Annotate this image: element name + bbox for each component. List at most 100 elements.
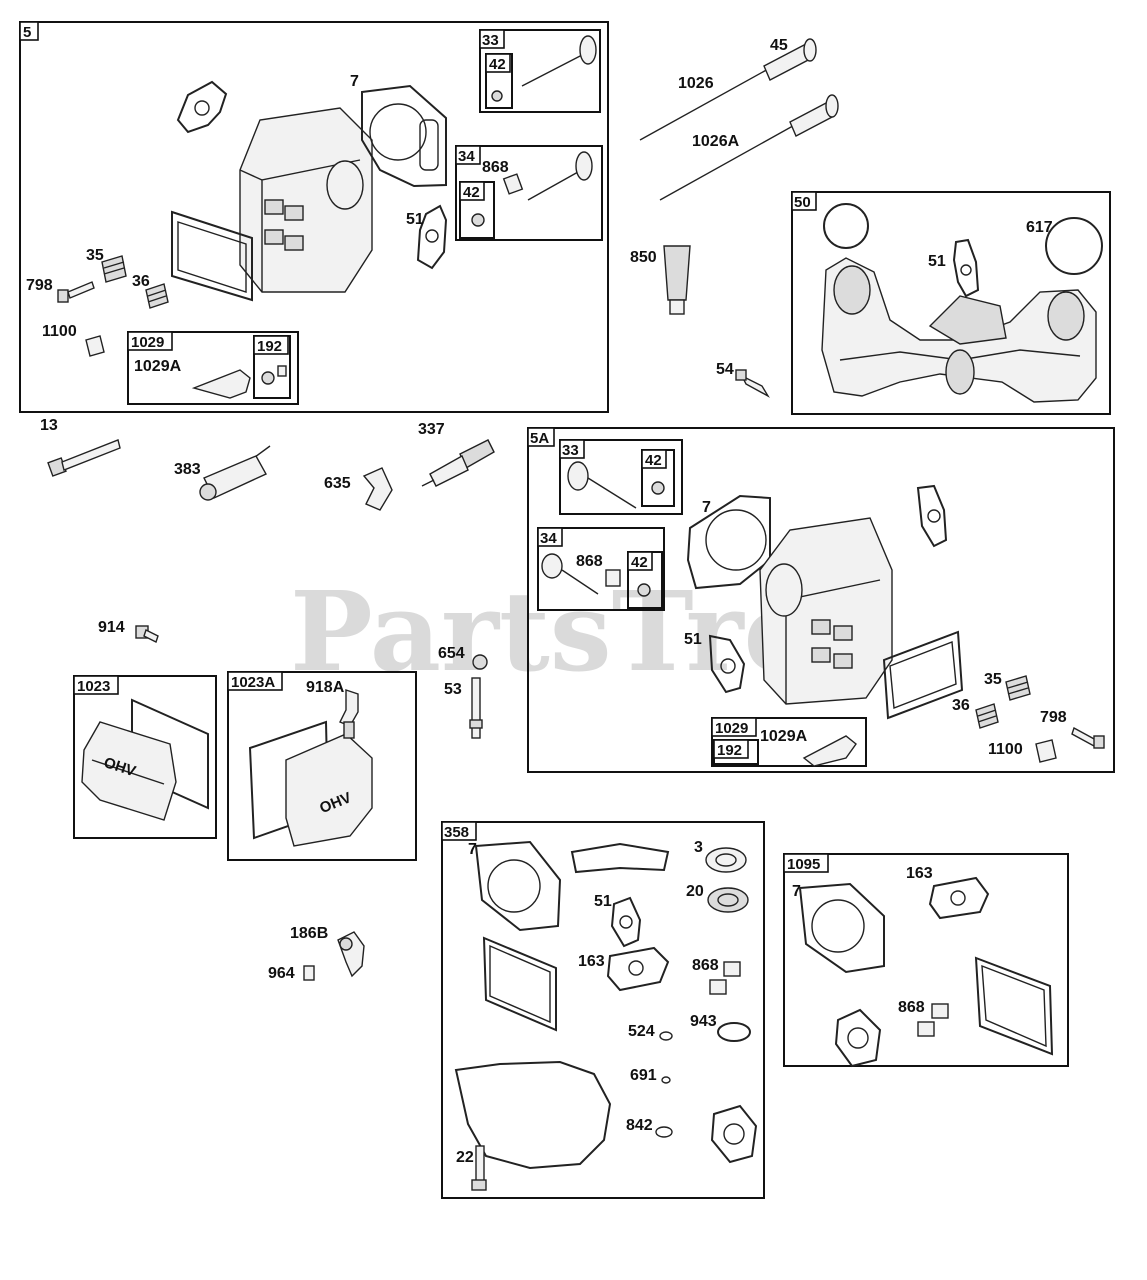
sealant-tube-850-part[interactable] bbox=[663, 245, 691, 315]
intake-valve-part[interactable] bbox=[491, 35, 597, 102]
tappet-second-part[interactable] bbox=[789, 94, 839, 137]
flange-gasket-b-part[interactable] bbox=[834, 1008, 882, 1068]
label-7-d: 7 bbox=[792, 883, 801, 900]
label-691: 691 bbox=[630, 1067, 657, 1084]
label-51-d: 51 bbox=[594, 893, 612, 910]
assembly-1023A[interactable]: 1023A 918A OHV bbox=[227, 671, 417, 861]
cover-gasket-c-part[interactable] bbox=[482, 936, 557, 1032]
gasket-small-b-part[interactable] bbox=[916, 484, 948, 548]
valve-cover-b-part[interactable]: OHV bbox=[285, 721, 373, 847]
intake-manifold-part[interactable] bbox=[821, 257, 1097, 403]
box-label-192-a: 192 bbox=[257, 338, 282, 355]
part-964[interactable] bbox=[303, 965, 315, 981]
part-1100[interactable] bbox=[85, 335, 105, 357]
cylinder-head-b-part[interactable] bbox=[759, 517, 893, 705]
stud-53-part[interactable] bbox=[469, 677, 483, 739]
fitting-186B-part[interactable] bbox=[337, 931, 365, 978]
label-383: 383 bbox=[174, 461, 201, 478]
head-gasket-d-part[interactable] bbox=[798, 882, 885, 974]
head-gasket-b-part[interactable] bbox=[686, 494, 771, 590]
ring-943-part[interactable] bbox=[717, 1022, 751, 1042]
valve-cover-part[interactable]: OHV bbox=[81, 721, 177, 821]
gasket-163-b-part[interactable] bbox=[928, 876, 990, 920]
assembly-50[interactable]: 50 51 617 bbox=[791, 191, 1111, 415]
assembly-1023[interactable]: 1023 OHV bbox=[73, 675, 217, 839]
gasket-51-b-part[interactable] bbox=[952, 238, 980, 298]
bolt-54-part[interactable] bbox=[735, 369, 770, 398]
box-label-1029-b: 1029 bbox=[715, 720, 748, 737]
label-53: 53 bbox=[444, 681, 462, 698]
rocker-arm-b-part[interactable] bbox=[802, 735, 857, 767]
cover-gasket-part[interactable] bbox=[171, 210, 253, 302]
label-45: 45 bbox=[770, 37, 788, 54]
seal-3-part[interactable] bbox=[705, 847, 747, 873]
label-1100-a: 1100 bbox=[42, 323, 77, 340]
gasket-ring-617-part[interactable] bbox=[1045, 217, 1103, 275]
spark-plug-337-part[interactable] bbox=[421, 439, 495, 487]
label-7-c: 7 bbox=[468, 841, 477, 858]
push-rod-1026A-part[interactable] bbox=[659, 121, 801, 201]
gasket-ring-left-part[interactable] bbox=[823, 203, 869, 249]
boot-635-part[interactable] bbox=[362, 467, 393, 511]
seal-868-d-part[interactable] bbox=[917, 1003, 949, 1037]
spring-36-b-part[interactable] bbox=[975, 703, 999, 729]
gasket-51-c-part[interactable] bbox=[708, 634, 746, 694]
label-868-a: 868 bbox=[482, 159, 509, 176]
ring-691-part[interactable] bbox=[661, 1076, 671, 1084]
cover-gasket-d-part[interactable] bbox=[974, 956, 1054, 1056]
bolt-914-part[interactable] bbox=[135, 625, 159, 643]
cover-gasket-b-part[interactable] bbox=[882, 630, 964, 720]
label-3: 3 bbox=[694, 839, 703, 856]
label-36-b: 36 bbox=[952, 697, 970, 714]
rocker-arm-part[interactable] bbox=[191, 369, 251, 399]
gasket-163-a-part[interactable] bbox=[606, 946, 670, 992]
box-label-1029-a: 1029 bbox=[131, 334, 164, 351]
label-51-a: 51 bbox=[406, 211, 424, 228]
box-label-42-b: 42 bbox=[463, 184, 480, 201]
label-7-a: 7 bbox=[350, 73, 359, 90]
exhaust-valve-part[interactable] bbox=[471, 151, 593, 227]
gasket-51-part[interactable] bbox=[416, 204, 448, 270]
assembly-358[interactable]: 358 7 3 20 51 163 bbox=[441, 821, 765, 1199]
nut-654-part[interactable] bbox=[472, 654, 488, 670]
gasket-51-d-part[interactable] bbox=[610, 896, 642, 948]
box-label-1023A: 1023A bbox=[231, 674, 275, 691]
rocker-nut-part[interactable] bbox=[261, 365, 287, 385]
ring-524-part[interactable] bbox=[659, 1031, 673, 1041]
intake-valve-b-part[interactable] bbox=[567, 461, 665, 509]
gasket-small-part[interactable] bbox=[176, 80, 228, 134]
exhaust-valve-b-part[interactable] bbox=[541, 553, 651, 597]
label-918A: 918A bbox=[306, 679, 345, 696]
label-798-b: 798 bbox=[1040, 709, 1067, 726]
label-163-a: 163 bbox=[578, 953, 605, 970]
ring-842-part[interactable] bbox=[655, 1126, 673, 1138]
bolt-798-part[interactable] bbox=[57, 281, 95, 303]
assembly-5A[interactable]: 5A 33 42 34 868 42 7 bbox=[527, 427, 1115, 773]
assembly-5[interactable]: 5 7 bbox=[19, 21, 609, 413]
label-54: 54 bbox=[716, 361, 734, 378]
part-383[interactable] bbox=[199, 445, 271, 501]
label-868-c: 868 bbox=[692, 957, 719, 974]
label-868-d: 868 bbox=[898, 999, 925, 1016]
spring-36-part[interactable] bbox=[145, 283, 169, 309]
bolt-22-part[interactable] bbox=[471, 1145, 487, 1191]
tappet-45-part[interactable] bbox=[763, 38, 817, 81]
head-gasket-part[interactable] bbox=[361, 84, 447, 188]
spring-35-part[interactable] bbox=[101, 255, 127, 283]
assembly-1095[interactable]: 1095 7 163 868 bbox=[783, 853, 1069, 1068]
bolt-13-part[interactable] bbox=[47, 439, 121, 477]
part-1100-b[interactable] bbox=[1035, 739, 1057, 763]
seal-868-c-part[interactable] bbox=[709, 961, 741, 995]
label-617: 617 bbox=[1026, 219, 1053, 236]
label-1029A-a: 1029A bbox=[134, 358, 182, 375]
push-rod-1026-part[interactable] bbox=[639, 67, 771, 141]
bolt-798-b-part[interactable] bbox=[1071, 726, 1105, 749]
spring-35-b-part[interactable] bbox=[1005, 675, 1031, 701]
head-gasket-c-part[interactable] bbox=[474, 840, 562, 932]
label-1100-b: 1100 bbox=[988, 741, 1023, 758]
label-1026: 1026 bbox=[678, 75, 714, 92]
flange-gasket-part[interactable] bbox=[710, 1104, 758, 1164]
cylinder-head-part[interactable] bbox=[239, 107, 373, 293]
seal-20-part[interactable] bbox=[707, 887, 749, 913]
breather-gasket-part[interactable] bbox=[570, 842, 670, 874]
